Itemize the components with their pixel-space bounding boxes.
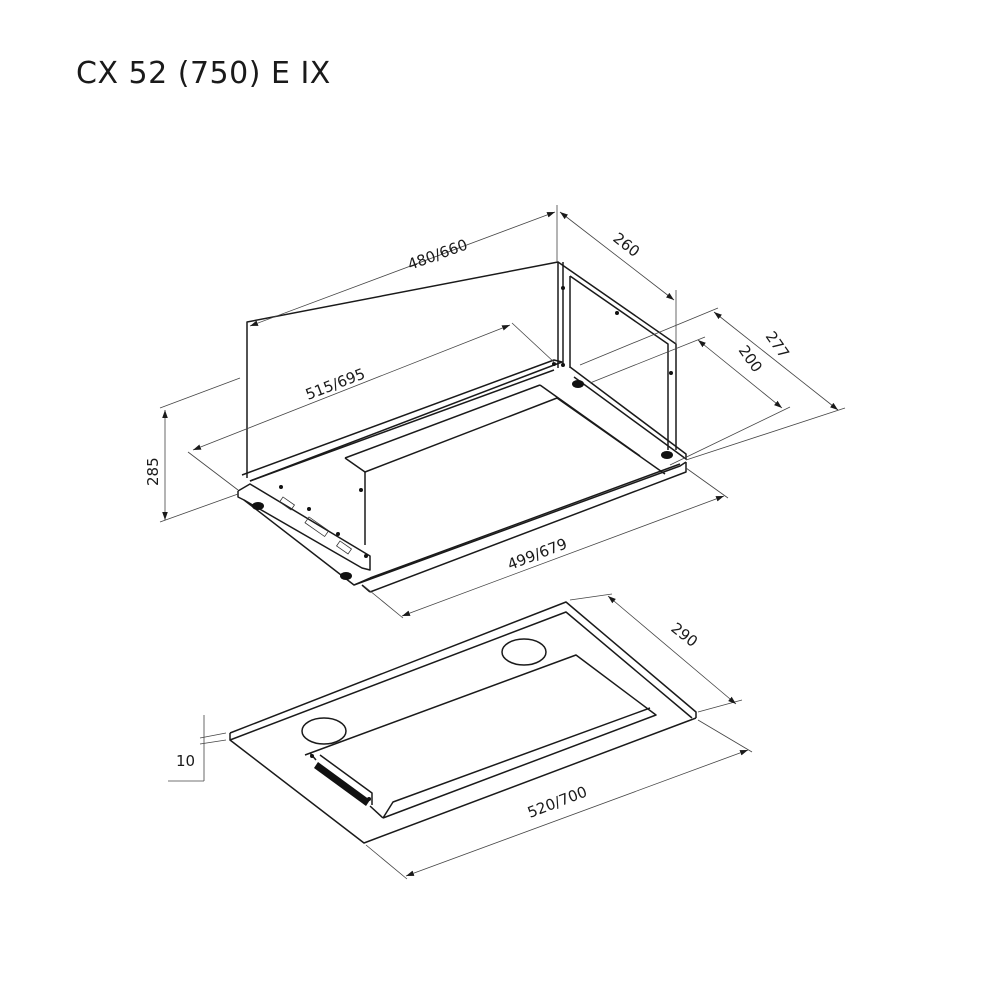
light-icon <box>301 717 347 745</box>
dim-width-top: 480/660 <box>405 236 470 274</box>
dim-width-inner: 515/695 <box>303 365 368 404</box>
mount-hole-icon <box>340 572 352 580</box>
upper-dimensions <box>159 205 846 619</box>
light-icon <box>501 638 547 666</box>
mount-hole-icon <box>252 502 264 510</box>
front-panel-drawing <box>229 601 697 844</box>
dim-depth-outer: 277 <box>762 328 793 362</box>
dim-panel-depth: 290 <box>668 619 702 651</box>
dim-panel-thickness: 10 <box>176 752 195 770</box>
mount-hole-icon <box>572 380 584 388</box>
dim-panel-width: 520/700 <box>525 783 590 822</box>
lower-dimensions <box>168 593 753 880</box>
dim-depth-top: 260 <box>610 229 644 261</box>
model-title: CX 52 (750) E IX <box>76 56 331 91</box>
hood-body-drawing <box>237 261 687 593</box>
dim-height: 285 <box>144 457 162 486</box>
mount-hole-icon <box>661 451 673 459</box>
dim-width-bottom: 499/679 <box>505 535 570 574</box>
dim-depth-inner: 200 <box>735 342 766 376</box>
